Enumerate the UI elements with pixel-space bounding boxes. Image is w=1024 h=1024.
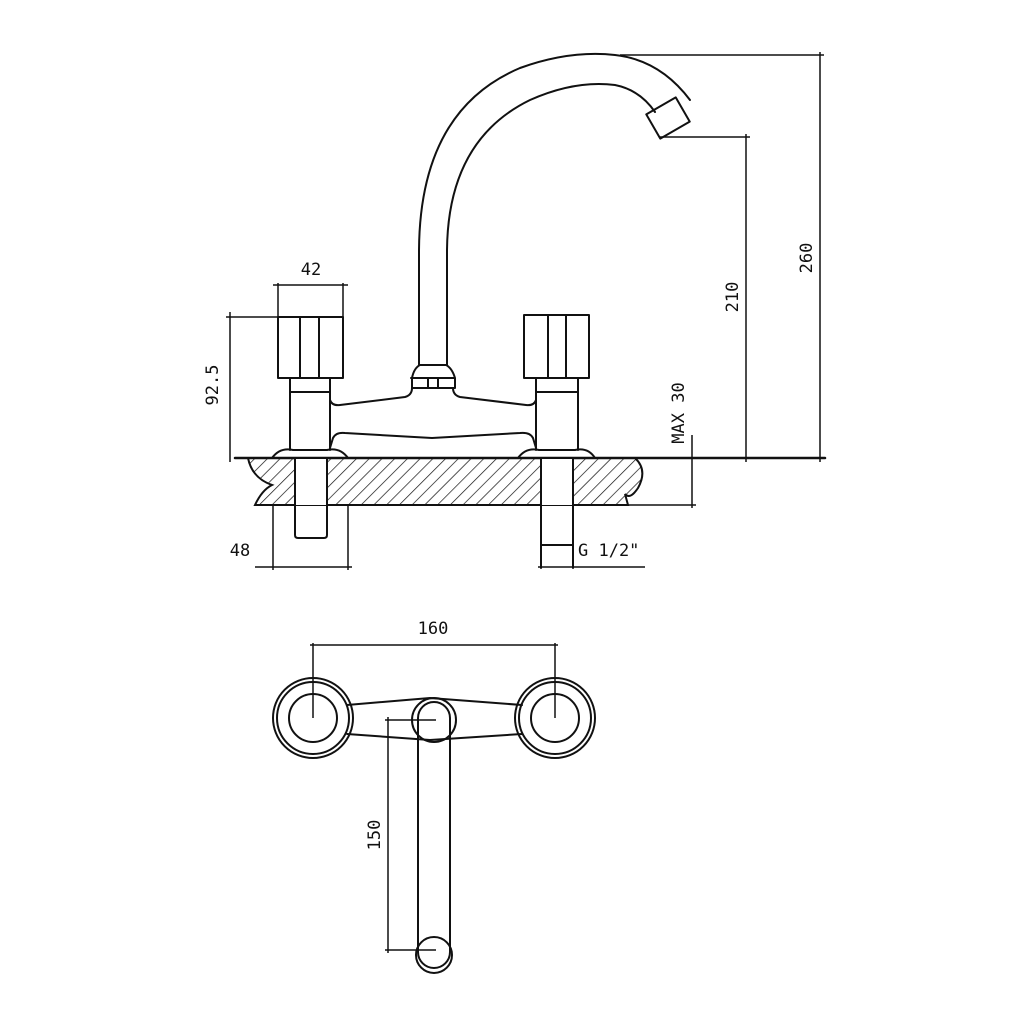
right-handle	[523, 314, 590, 379]
right-supply-pipe	[540, 457, 574, 569]
dim-210: 210	[660, 134, 750, 462]
left-supply-pipe	[294, 457, 328, 539]
right-stem	[535, 391, 579, 451]
dim-max-30: MAX 30	[628, 382, 696, 508]
left-handle	[277, 316, 344, 379]
spout-top	[417, 701, 451, 969]
left-stem	[289, 391, 331, 451]
mixer-body-bottom	[329, 431, 537, 449]
top-body-arms	[346, 697, 523, 741]
left-collar	[289, 377, 331, 393]
dim-label-42: 42	[301, 260, 321, 280]
dim-label-210: 210	[723, 282, 743, 313]
spout	[418, 52, 691, 366]
right-collar	[535, 377, 579, 393]
dim-label-150: 150	[365, 820, 385, 851]
right-flange	[517, 448, 596, 459]
aerator	[645, 96, 691, 140]
dim-height-92-5: 92.5	[203, 312, 278, 462]
front-view: 42 92.5 MAX 30 210 260 48	[203, 52, 827, 570]
dim-label-92-5: 92.5	[203, 365, 223, 406]
dim-label-260: 260	[797, 243, 817, 274]
dim-150: 150	[365, 717, 436, 953]
top-view: 160 150	[272, 619, 596, 974]
dim-48: 48	[230, 505, 352, 570]
mixer-body-top	[329, 387, 537, 407]
left-flange	[271, 448, 349, 459]
dim-label-g-1-2: G 1/2"	[578, 541, 639, 561]
spout-tip-top	[415, 936, 453, 974]
dim-thread: G 1/2"	[538, 541, 645, 568]
dim-label-160: 160	[418, 619, 449, 639]
dim-160: 160	[310, 619, 558, 718]
spout-nut	[410, 364, 456, 389]
dim-label-max-30: MAX 30	[669, 382, 689, 443]
dim-260: 260	[620, 52, 824, 462]
dim-label-48: 48	[230, 541, 250, 561]
dim-knob-width: 42	[273, 260, 348, 317]
